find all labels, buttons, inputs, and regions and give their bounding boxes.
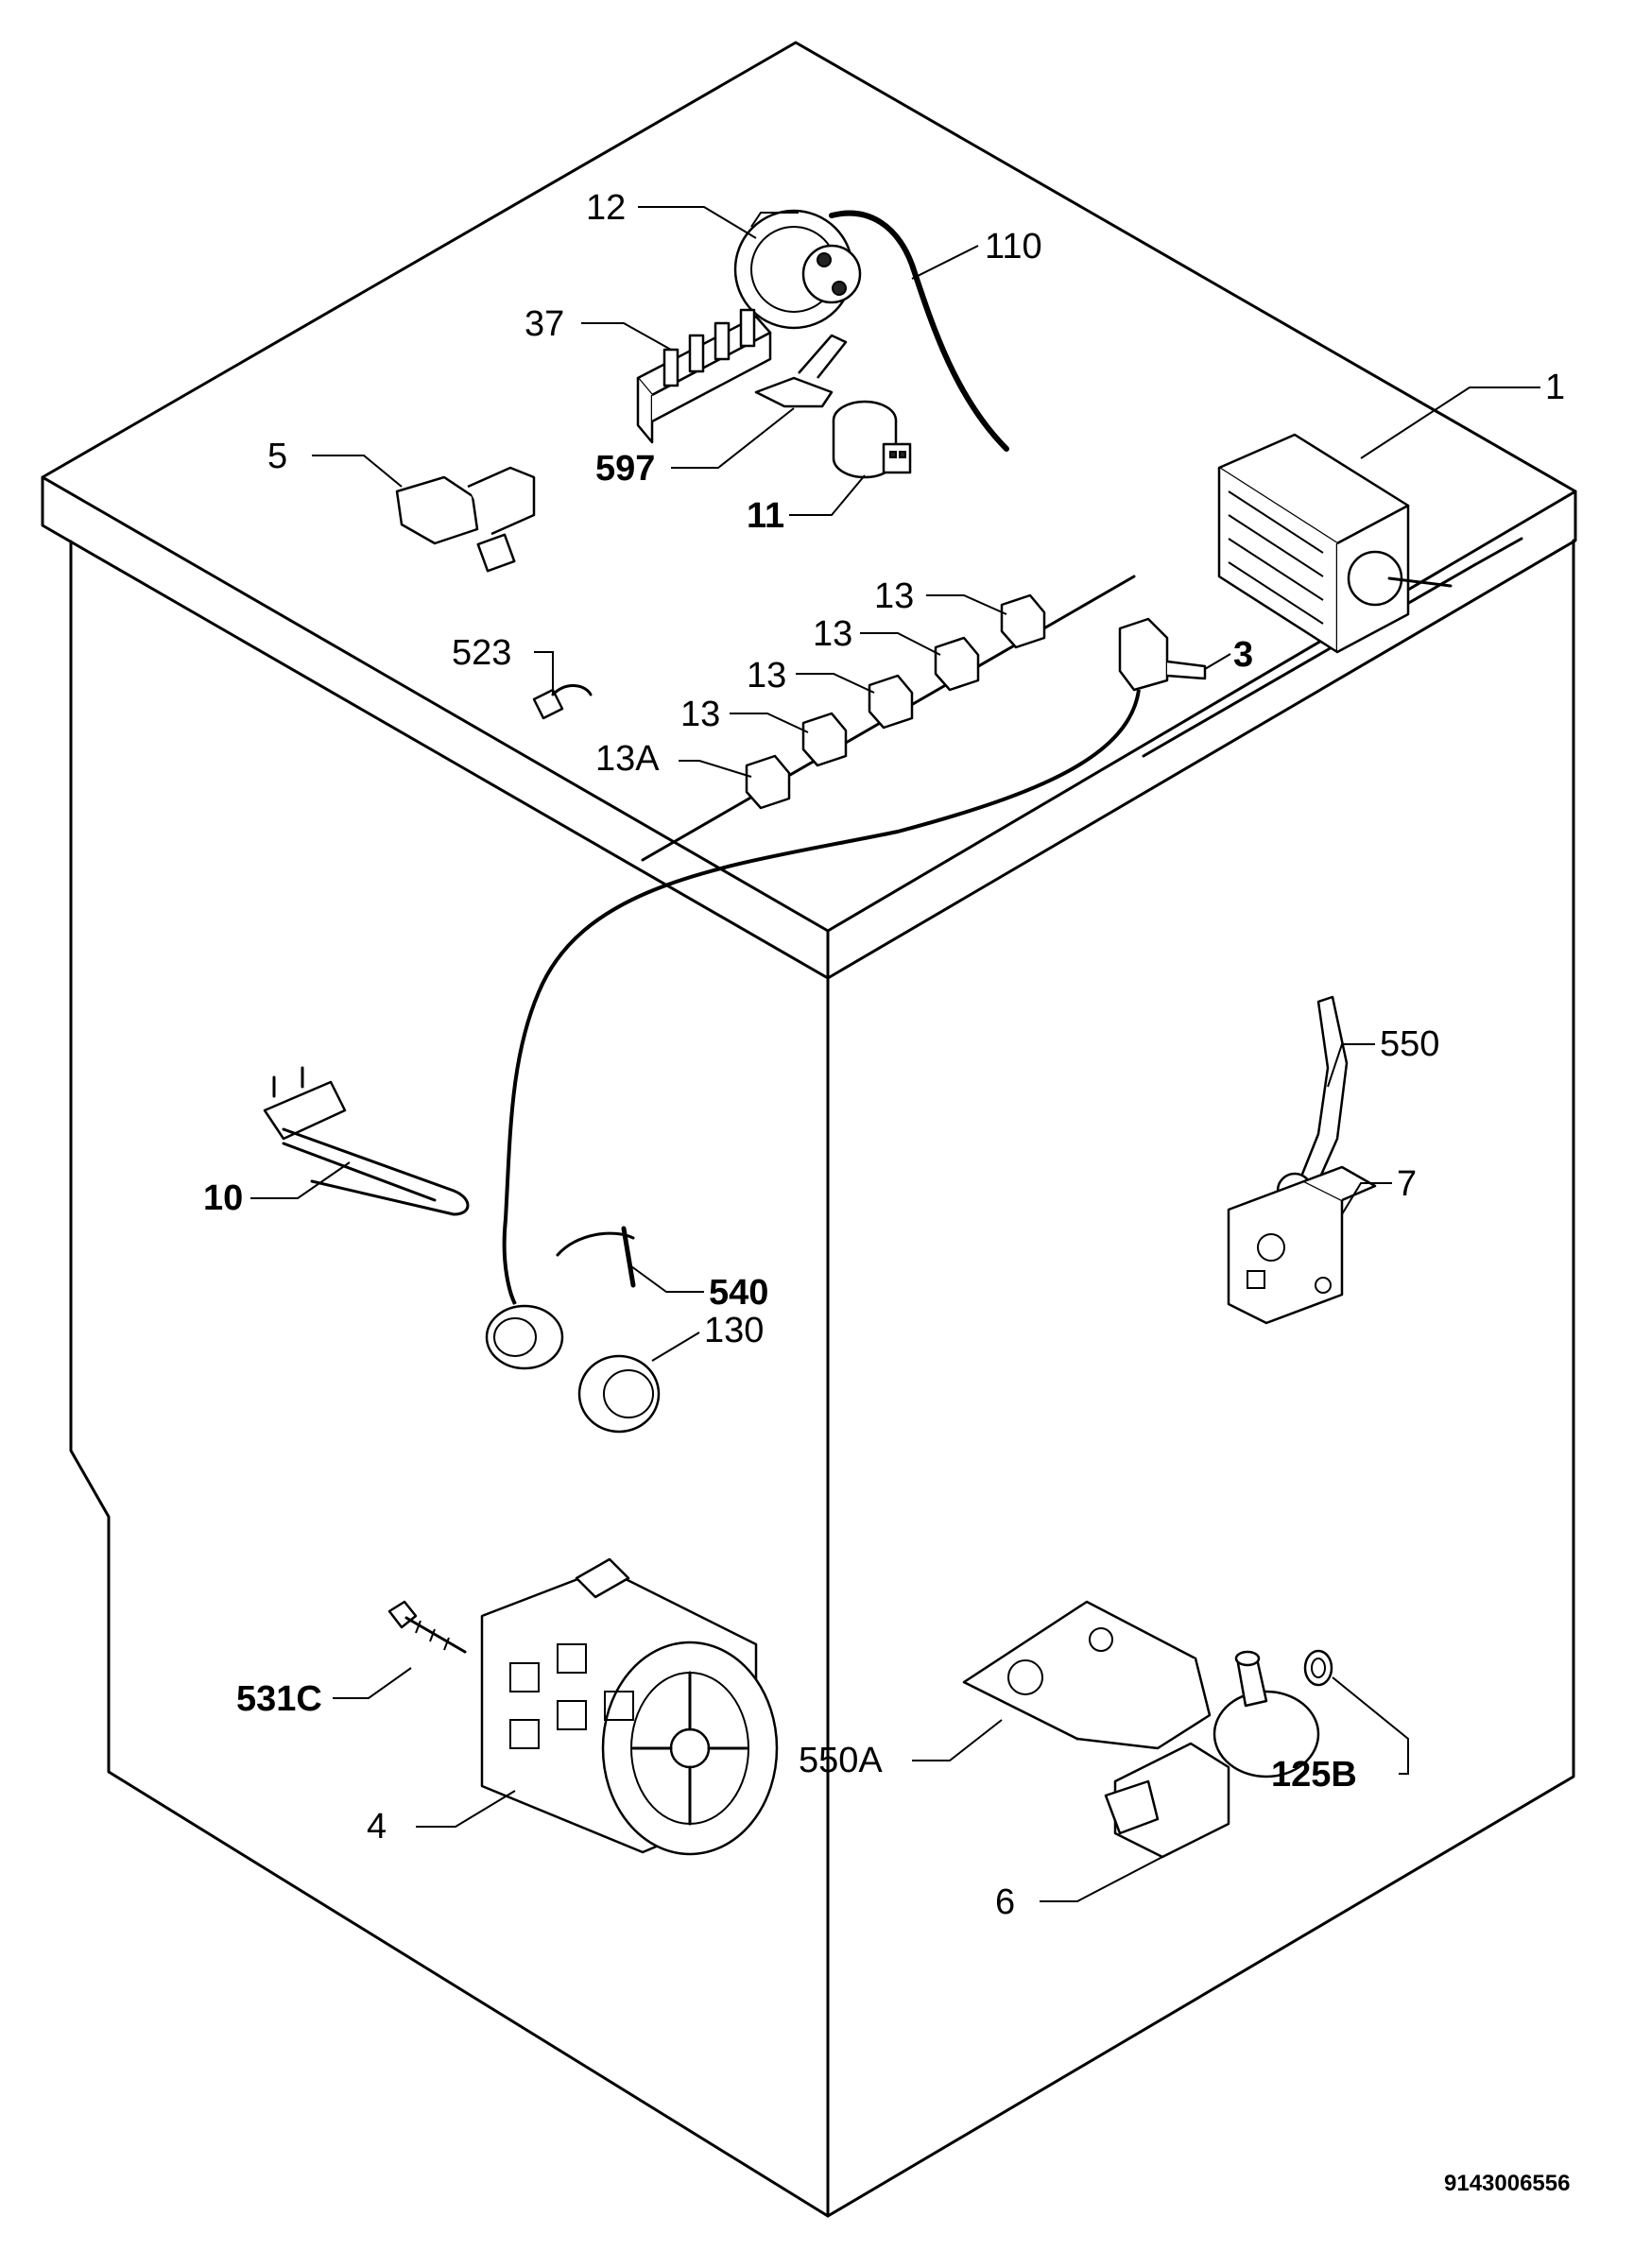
switch-cable <box>502 689 1141 1305</box>
capacitor-part <box>832 400 912 479</box>
hose-part <box>829 210 1009 452</box>
grommet-parts <box>485 1304 661 1434</box>
document-code: 9143006556 <box>1444 2171 1570 2196</box>
part-label-13a: 13 <box>874 576 914 616</box>
part-label-13a: 13A <box>595 739 660 779</box>
part-label-523: 523 <box>452 633 511 673</box>
drain-pump-part <box>1104 1650 1320 1859</box>
pressure-switch-part <box>733 209 862 330</box>
cover-block-part <box>962 1600 1212 1750</box>
part-label-13d: 13 <box>680 695 720 734</box>
leader-lines <box>250 206 1540 1902</box>
door-lock-part <box>1227 1165 1377 1325</box>
ring-part <box>1303 1649 1333 1687</box>
part-label-7: 7 <box>1397 1164 1417 1204</box>
part-label-550: 550 <box>1380 1024 1439 1064</box>
switch-part <box>1118 617 1207 692</box>
part-label-11: 11 <box>747 496 784 536</box>
part-label-3: 3 <box>1233 635 1253 675</box>
part-label-10: 10 <box>203 1178 243 1218</box>
part-label-550a: 550A <box>799 1741 883 1780</box>
part-label-130: 130 <box>704 1311 764 1350</box>
part-label-13b: 13 <box>813 614 852 654</box>
part-label-1: 1 <box>1545 368 1565 407</box>
heating-element-part <box>263 1066 470 1216</box>
clip-part <box>754 334 848 408</box>
part-label-5: 5 <box>267 437 287 476</box>
part-label-540: 540 <box>709 1273 768 1313</box>
screw-part <box>387 1600 467 1654</box>
part-label-531c: 531C <box>236 1679 322 1719</box>
part-label-6: 6 <box>995 1882 1015 1922</box>
programmer-part <box>1217 433 1453 654</box>
cable-clip-part <box>556 1226 636 1288</box>
part-labels: 1345671011121313131313A37110125B13052353… <box>203 188 1565 1922</box>
connector-parts <box>745 593 1046 810</box>
part-label-110: 110 <box>985 227 1042 266</box>
part-label-125b: 125B <box>1271 1755 1357 1795</box>
part-label-4: 4 <box>367 1807 387 1847</box>
part-label-12: 12 <box>586 188 626 228</box>
small-clip-part <box>532 684 593 720</box>
part-label-597: 597 <box>595 449 655 489</box>
inlet-valve-part <box>395 466 536 573</box>
part-label-37: 37 <box>525 304 564 344</box>
motor-part <box>480 1557 779 1856</box>
part-label-13c: 13 <box>747 656 786 696</box>
terminal-block-part <box>636 308 772 444</box>
